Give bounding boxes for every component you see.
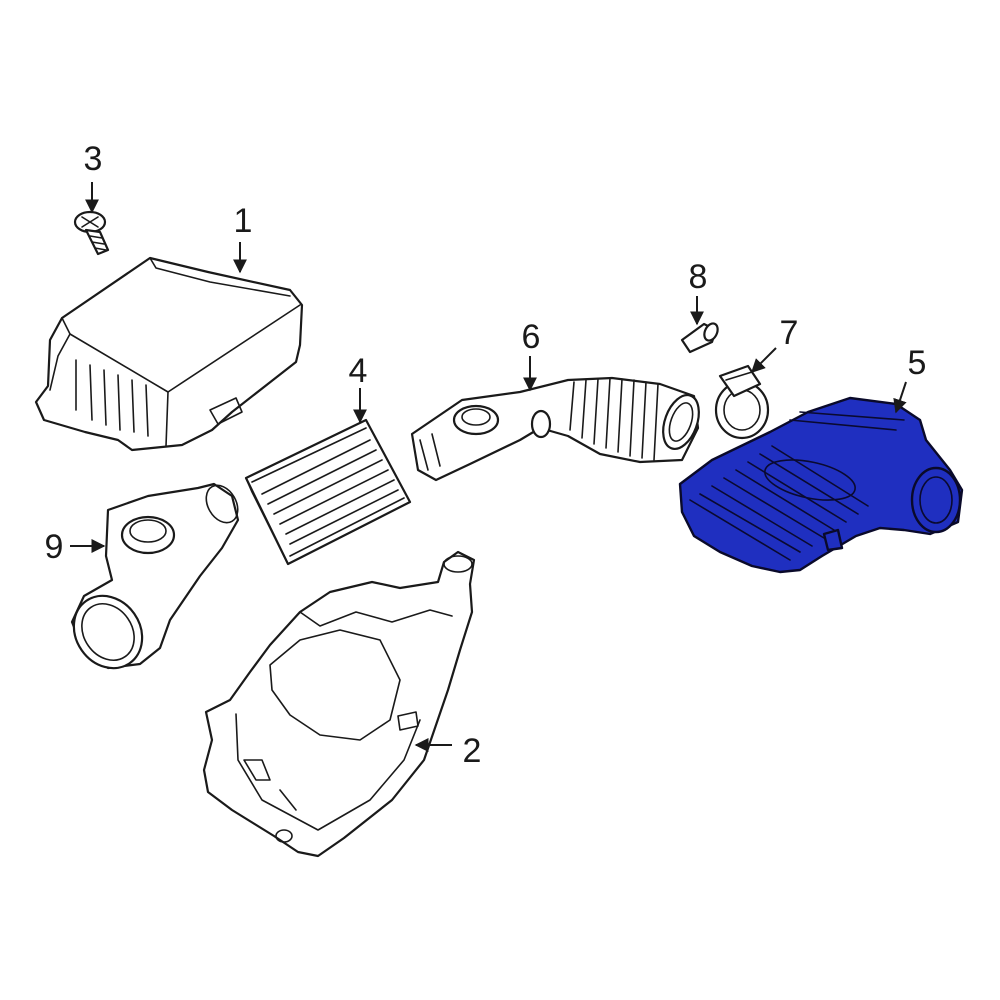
callout-6: 6 (522, 318, 541, 356)
part-8-fitting[interactable] (680, 321, 720, 354)
callout-4: 4 (349, 352, 368, 390)
callout-7: 7 (780, 314, 799, 352)
part-7-clamp[interactable] (714, 364, 770, 440)
part-1-upper-cover[interactable] (34, 256, 304, 452)
part-5-resonator[interactable] (678, 396, 964, 574)
part-4-filter-element[interactable] (244, 418, 412, 566)
callout-9: 9 (45, 528, 64, 566)
callout-8: 8 (689, 258, 708, 296)
part-6-outlet-hose[interactable] (410, 376, 706, 482)
callout-3: 3 (84, 140, 103, 178)
callout-2: 2 (463, 732, 482, 770)
callout-1: 1 (234, 202, 253, 240)
callout-labels: 1 2 3 4 5 6 7 8 9 (45, 140, 927, 770)
callout-leaders (70, 182, 907, 752)
part-9-inlet-duct[interactable] (60, 480, 244, 682)
part-2-lower-housing[interactable] (202, 550, 476, 858)
part-3-screw[interactable] (73, 210, 110, 256)
callout-5: 5 (908, 344, 927, 382)
